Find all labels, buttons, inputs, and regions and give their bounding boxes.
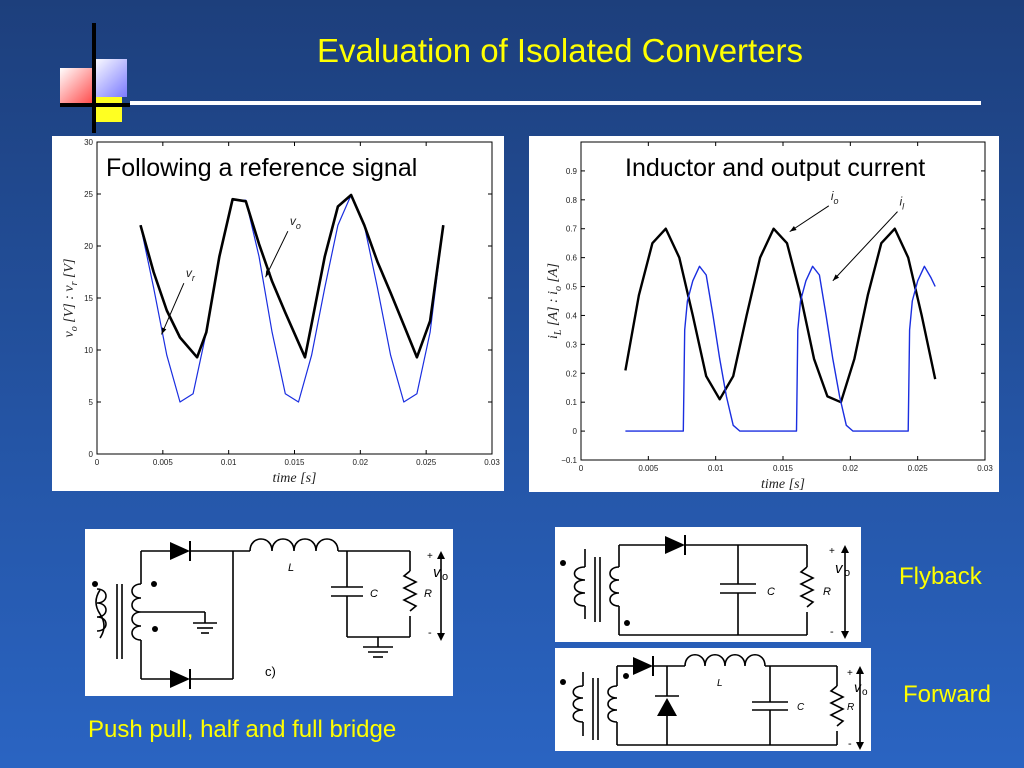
- flyback-plus: +: [829, 546, 835, 557]
- annotation-arrowhead-0: [789, 225, 797, 232]
- slide-logo: [55, 23, 155, 135]
- y-tick-label: −0.1: [561, 456, 577, 465]
- y-tick-label: 20: [84, 242, 93, 251]
- flyback-minus: -: [830, 626, 834, 638]
- y-tick-label: 0.9: [566, 167, 578, 176]
- series-vo-line: [139, 193, 445, 359]
- forward-vo: v: [854, 679, 862, 695]
- push-pull-C: C: [370, 588, 378, 600]
- y-tick-label: 15: [84, 294, 93, 303]
- caption-flyback: Flyback: [899, 563, 982, 590]
- y-tick-label: 0.8: [566, 196, 578, 205]
- x-tick-label: 0.015: [284, 458, 305, 467]
- x-tick-label: 0.01: [221, 458, 237, 467]
- x-axis-title: time [s]: [761, 477, 805, 492]
- flyback-vo-sub: o: [844, 567, 850, 579]
- series-io-line: [624, 227, 937, 404]
- y-tick-label: 0.2: [566, 369, 578, 378]
- y-tick-label: 0.3: [566, 340, 578, 349]
- forward-vo-sub: o: [862, 687, 868, 698]
- x-tick-label: 0.005: [638, 464, 659, 473]
- push-pull-tag: c): [265, 664, 276, 679]
- slide-title: Evaluation of Isolated Converters: [316, 32, 804, 69]
- x-tick-label: 0.025: [416, 458, 437, 467]
- y-tick-label: 0.7: [566, 225, 578, 234]
- push-pull-R: R: [424, 588, 432, 600]
- flyback-vo: v: [835, 560, 844, 577]
- caption-push-pull: Push pull, half and full bridge: [88, 716, 397, 743]
- forward-schematic: L C R + - v o: [560, 653, 868, 750]
- push-pull-plus: +: [427, 551, 433, 562]
- flyback-C: C: [767, 586, 775, 598]
- push-pull-L: L: [288, 562, 294, 574]
- annotation-arrow-0: [789, 205, 830, 233]
- annotation-label-0: io: [831, 189, 839, 206]
- y-axis-title: vo [V] : vr [V]: [62, 259, 80, 338]
- series-vr-line: [139, 194, 444, 403]
- annotation-arrowhead-0: [265, 270, 271, 278]
- forward-L: L: [717, 678, 723, 689]
- forward-C: C: [797, 702, 805, 713]
- y-tick-label: 0: [89, 450, 94, 459]
- y-tick-label: 5: [89, 398, 94, 407]
- x-tick-label: 0.02: [843, 464, 859, 473]
- x-tick-label: 0: [95, 458, 100, 467]
- x-tick-label: 0.03: [977, 464, 993, 473]
- y-tick-label: 30: [84, 138, 93, 147]
- chart-caption-reference: Following a reference signal: [106, 154, 418, 182]
- y-axis-title: iL [A] : io [A]: [546, 263, 564, 339]
- x-tick-label: 0.005: [153, 458, 174, 467]
- push-pull-schematic: L C R + - v o c): [92, 538, 448, 689]
- chart-reference-signal: 0 0.005 0.01 0.015 0.02 0.025 0.03 0 5 10 15 20 25 30…: [62, 138, 500, 486]
- y-tick-label: 0.1: [566, 398, 578, 407]
- chart-caption-current: Inductor and output current: [625, 154, 926, 182]
- x-axis-title: time [s]: [273, 471, 317, 486]
- forward-minus: -: [848, 738, 852, 750]
- title-rule: [130, 101, 981, 105]
- annotation-arrowhead-1: [832, 274, 840, 281]
- y-tick-label: 10: [84, 346, 93, 355]
- push-pull-vo: v: [433, 564, 442, 581]
- y-tick-label: 25: [84, 190, 93, 199]
- x-tick-label: 0.01: [708, 464, 724, 473]
- plot-frame: [580, 141, 986, 461]
- y-tick-label: 0.6: [566, 254, 578, 263]
- annotation-arrow-1: [161, 283, 185, 335]
- x-tick-label: 0.025: [908, 464, 929, 473]
- caption-forward: Forward: [903, 681, 992, 708]
- annotation-arrow-0: [265, 230, 289, 278]
- circuit-push-pull: L C R + - v o c): [85, 529, 453, 696]
- forward-R: R: [847, 702, 854, 713]
- x-tick-label: 0.015: [773, 464, 794, 473]
- push-pull-minus: -: [428, 627, 432, 639]
- flyback-schematic: C R + - v o: [560, 535, 850, 639]
- annotation-arrowhead-1: [161, 327, 167, 335]
- flyback-R: R: [823, 586, 831, 598]
- push-pull-vo-sub: o: [442, 571, 448, 583]
- x-tick-label: 0: [579, 464, 584, 473]
- annotation-label-0: vo: [290, 214, 301, 231]
- x-tick-label: 0.02: [353, 458, 369, 467]
- chart-panel-reference: 0 0.005 0.01 0.015 0.02 0.025 0.03 0 5 10 15 20 25 30…: [52, 136, 504, 491]
- y-tick-label: 0.4: [566, 311, 578, 320]
- forward-plus: +: [847, 668, 853, 679]
- annotation-label-1: il: [900, 195, 906, 212]
- y-tick-label: 0.5: [566, 283, 578, 292]
- x-tick-label: 0.03: [484, 458, 500, 467]
- y-tick-label: 0: [573, 427, 578, 436]
- circuit-flyback: C R + - v o: [555, 527, 861, 642]
- annotation-label-1: vr: [186, 266, 196, 283]
- annotation-arrow-1: [832, 211, 898, 282]
- circuit-forward: L C R + - v o: [555, 648, 871, 751]
- series-il-line: [625, 265, 936, 432]
